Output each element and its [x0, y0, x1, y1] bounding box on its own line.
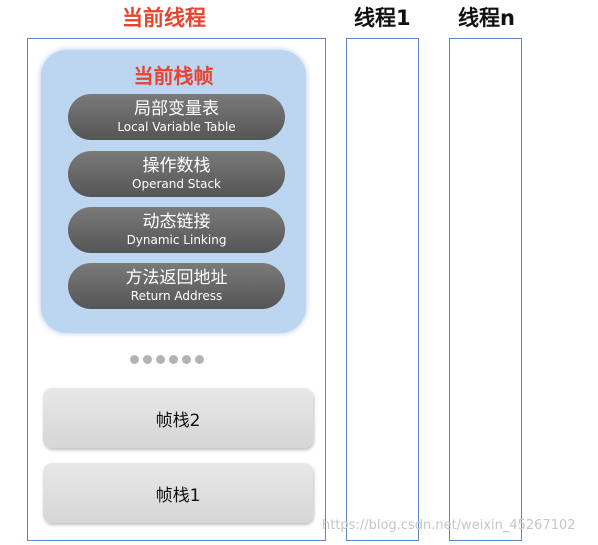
watermark: https://blog.csdn.net/weixin_45267102: [322, 518, 576, 533]
section-label-cn: 方法返回地址: [125, 268, 228, 288]
current-stack-frame-title: 当前栈帧: [133, 64, 214, 88]
section-label-cn: 操作数栈: [142, 156, 211, 176]
dot: [156, 355, 165, 364]
section-label-en: Local Variable Table: [117, 120, 236, 134]
section-label-en: Operand Stack: [132, 177, 221, 191]
dot: [169, 355, 178, 364]
current-thread-title: 当前线程: [122, 6, 206, 30]
dot: [143, 355, 152, 364]
dot: [130, 355, 139, 364]
section-label-cn: 动态链接: [142, 212, 211, 232]
dot: [195, 355, 204, 364]
stack-frame-label: 帧栈1: [155, 485, 201, 506]
stack-frame-label: 帧栈2: [155, 410, 201, 431]
thread-1-box: [346, 38, 419, 541]
local-variable-table: 局部变量表 Local Variable Table: [68, 94, 285, 140]
dot: [182, 355, 191, 364]
ellipsis-dots: [130, 355, 204, 364]
dynamic-linking: 动态链接 Dynamic Linking: [68, 207, 285, 253]
thread-1-title: 线程1: [354, 6, 411, 30]
thread-n-box: [449, 38, 522, 541]
section-label-en: Dynamic Linking: [126, 233, 227, 247]
stack-frame-1: 帧栈1: [43, 463, 313, 523]
thread-n-title: 线程n: [458, 6, 515, 30]
operand-stack: 操作数栈 Operand Stack: [68, 151, 285, 197]
section-label-cn: 局部变量表: [134, 99, 219, 119]
stack-frame-2: 帧栈2: [43, 388, 313, 448]
current-stack-frame-panel: 当前栈帧 局部变量表 Local Variable Table 操作数栈 Ope…: [41, 50, 306, 333]
return-address: 方法返回地址 Return Address: [68, 263, 285, 309]
section-label-en: Return Address: [130, 289, 223, 303]
